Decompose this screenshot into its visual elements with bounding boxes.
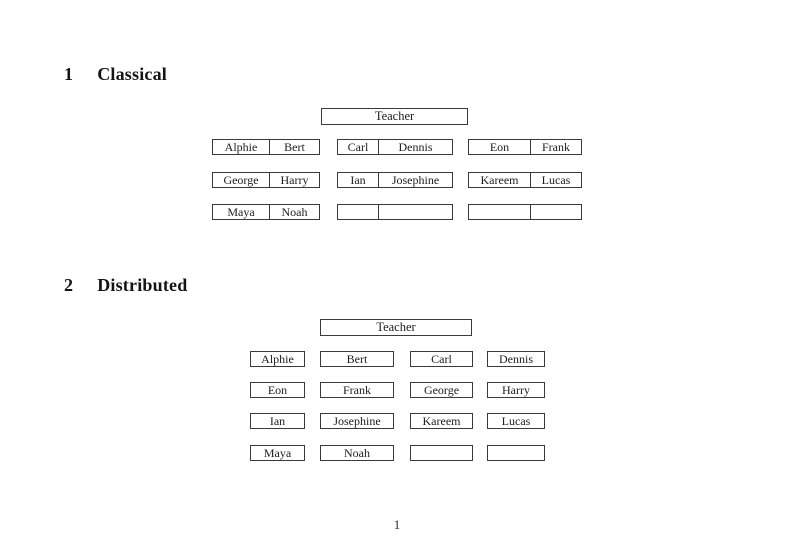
desk: Alphie Bert: [212, 139, 320, 155]
seat-empty: [338, 205, 378, 219]
seat-empty: [469, 205, 530, 219]
teacher-label: Teacher: [374, 109, 415, 123]
desk-empty: [410, 445, 473, 461]
seat: Dennis: [378, 140, 452, 154]
desk: Noah: [320, 445, 394, 461]
desk: Josephine: [320, 413, 394, 429]
desk: Bert: [320, 351, 394, 367]
seat: Lucas: [530, 173, 581, 187]
desk: Eon Frank: [468, 139, 582, 155]
seat-empty: [530, 205, 581, 219]
section-number: 2: [64, 275, 74, 295]
teacher-box-distributed: Teacher: [320, 319, 472, 336]
section-title: Classical: [97, 64, 168, 84]
desk: Maya: [250, 445, 305, 461]
desk: Ian: [250, 413, 305, 429]
seat: Harry: [269, 173, 319, 187]
desk-empty: [487, 445, 545, 461]
seat: Bert: [269, 140, 319, 154]
desk: [468, 204, 582, 220]
desk: Lucas: [487, 413, 545, 429]
seat: George: [223, 173, 259, 187]
desk: Carl: [410, 351, 473, 367]
seat: Carl: [347, 140, 369, 154]
page-number: 1: [393, 517, 401, 532]
desk: Kareem: [410, 413, 473, 429]
seat: Eon: [489, 140, 510, 154]
desk: Alphie: [250, 351, 305, 367]
desk: Dennis: [487, 351, 545, 367]
section-number: 1: [64, 64, 74, 84]
desk: George: [410, 382, 473, 398]
seat: Alphie: [224, 140, 258, 154]
seat: Kareem: [480, 173, 519, 187]
seat: Maya: [227, 205, 255, 219]
desk: Eon: [250, 382, 305, 398]
section-heading-classical: 1 Classical: [64, 64, 167, 84]
teacher-label: Teacher: [376, 320, 416, 334]
seat: Frank: [530, 140, 581, 154]
teacher-box-classical: Teacher: [321, 108, 468, 125]
seat: Ian: [350, 173, 366, 187]
seat-empty: [378, 205, 452, 219]
desk: Ian Josephine: [337, 172, 453, 188]
desk: Kareem Lucas: [468, 172, 582, 188]
desk: Carl Dennis: [337, 139, 453, 155]
desk: [337, 204, 453, 220]
section-title: Distributed: [97, 275, 188, 295]
seat: Noah: [269, 205, 319, 219]
desk: George Harry: [212, 172, 320, 188]
desk: Maya Noah: [212, 204, 320, 220]
seat: Josephine: [378, 173, 452, 187]
desk: Frank: [320, 382, 394, 398]
desk: Harry: [487, 382, 545, 398]
section-heading-distributed: 2 Distributed: [64, 275, 187, 295]
